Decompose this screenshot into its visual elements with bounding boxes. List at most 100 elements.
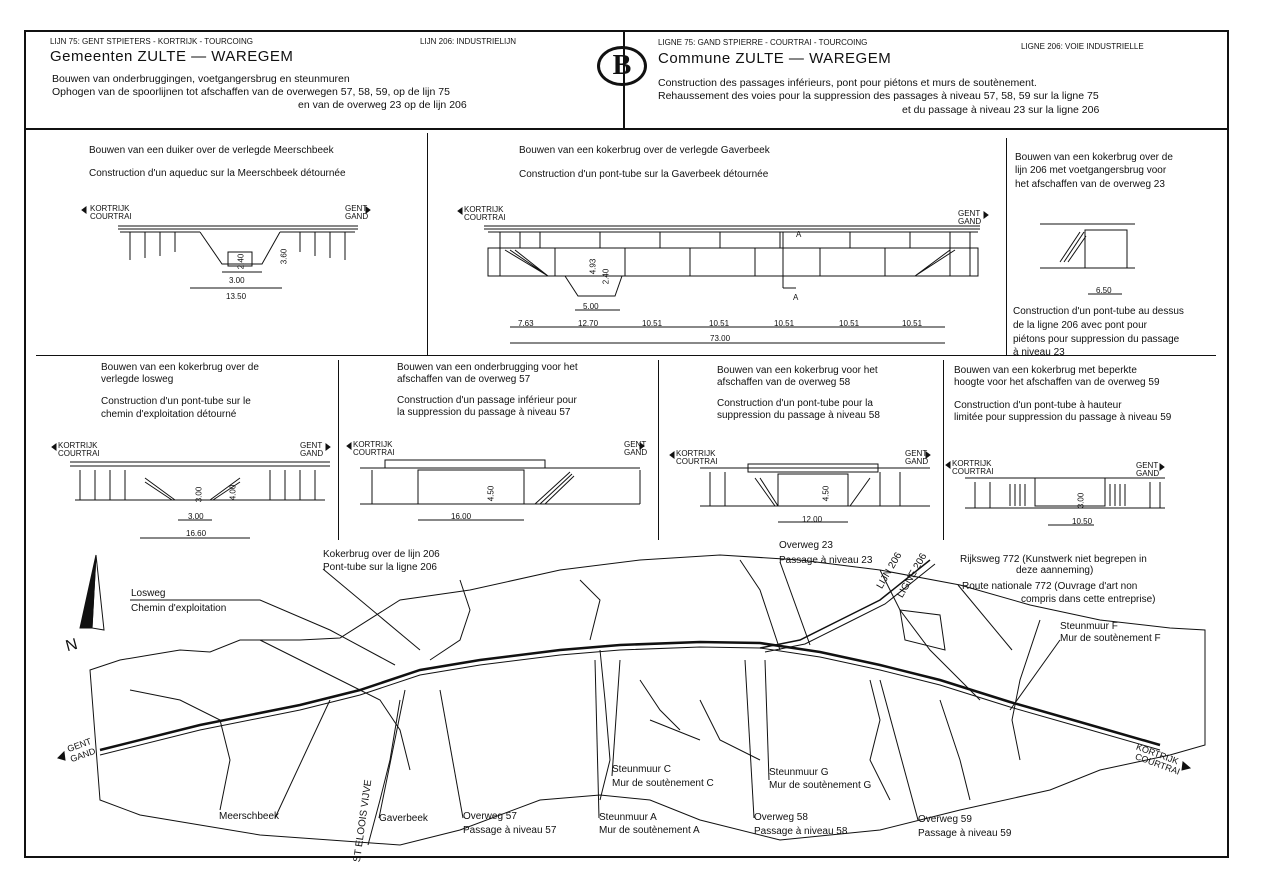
arrow-left-icon-p5 [346,442,352,450]
panel-7-title-nl-1: Bouwen van een kokerbrug met beperkte [954,365,1137,376]
panel-3-title-fr-2: de la ligne 206 avec pont pour [1013,320,1147,331]
map-label-steunmuur-g-nl: Steunmuur G [769,767,829,778]
panel-4-title-fr-1: Construction d'un pont-tube sur le [101,396,251,407]
arrow-right-icon-p2 [983,211,989,219]
dir-gand-p2: GAND [958,217,982,226]
arrow-gent-icon-map [57,750,66,761]
map-label-steunmuur-a-fr: Mur de soutènement A [599,825,700,836]
panel-1-title-fr: Construction d'un aqueduc sur la Meersch… [89,168,346,179]
arrow-left-icon-p6 [669,451,675,459]
p1-elevation [118,225,358,289]
dir-gand-p5: GAND [624,448,648,457]
p2-section-a-top: A [796,230,802,239]
header-nl-line-206: LIJN 206: INDUSTRIELIJN [420,37,517,46]
p2-dim-seg-1: 7.63 [518,319,534,328]
p2-dim-seg-2: 12.70 [578,319,599,328]
header-nl-desc-3: en van de overweg 23 op de lijn 206 [298,99,467,111]
dir-gent-p6: GENT [905,449,928,458]
p6-elevation [700,463,930,523]
p2-section-a-bottom: A [793,293,799,302]
panel-3-title-fr-3: piétons pour suppression du passage [1013,334,1180,345]
dir-gent-p5: GENT [624,440,647,449]
dir-kortrijk-p4: KORTRIJK [58,441,98,450]
map-label-overweg58-fr: Passage à niveau 58 [754,826,848,837]
p3-dim-width: 6.50 [1096,286,1112,295]
map-label-rijksweg-fr-2: compris dans cette entreprise) [1021,594,1156,605]
panel-2-title-fr: Construction d'un pont-tube sur la Gaver… [519,169,769,180]
p2-dim-seg-5: 10.51 [774,319,795,328]
panel-5-title-fr-1: Construction d'un passage inférieur pour [397,395,577,406]
arrow-left-icon-p7 [945,461,951,469]
panel-7-title-fr-1: Construction d'un pont-tube à hauteur [954,400,1122,411]
p2-dim-seg-7: 10.51 [902,319,923,328]
header-divider [24,128,1229,130]
dir-courtrai-p6: COURTRAI [676,457,718,466]
dir-kortrijk-p1: KORTRIJK [90,204,130,213]
p7-dim-width: 10.50 [1072,517,1093,526]
map-label-gaverbeek: Gaverbeek [379,813,428,824]
header-nl-desc-1: Bouwen van onderbruggingen, voetgangersb… [52,73,350,85]
panel-4-title-fr-2: chemin d'exploitation détourné [101,409,237,420]
dir-kortrijk-p5: KORTRIJK [353,440,393,449]
map-label-kokerbrug-nl: Kokerbrug over de lijn 206 [323,549,440,560]
panel-7-title-fr-2: limitée pour suppression du passage à ni… [954,412,1172,423]
panel-6-title-fr-1: Construction d'un pont-tube pour la [717,398,873,409]
map-label-rijksweg-nl-2: deze aanneming) [1016,565,1094,576]
header-fr-desc-2: Rehaussement des voies pour la suppressi… [658,90,1099,102]
panel-divider-5 [943,360,944,540]
arrow-left-icon-p4 [51,443,57,451]
dir-kortrijk-p7: KORTRIJK [952,459,992,468]
panel-divider-2 [1006,138,1007,355]
map-label-steunmuur-f-nl: Steunmuur F [1060,621,1118,632]
panels-divider [36,355,1216,356]
header-fr-municipality: Commune ZULTE — WAREGEM [658,50,892,67]
dir-courtrai-p2: COURTRAI [464,213,506,222]
arrow-right-icon-p7 [1159,463,1165,471]
arrow-left-icon-p1 [81,206,87,214]
dir-gent-p7: GENT [1136,461,1159,470]
arrow-right-icon-p6 [925,451,931,459]
panel-3-title-nl-2: lijn 206 met voetgangersbrug voor [1015,165,1167,176]
map-label-steunmuur-c-fr: Mur de soutènement C [612,778,714,789]
panel-6-title-fr-2: suppression du passage à niveau 58 [717,410,880,421]
panel-3-title-fr-1: Construction d'un pont-tube au dessus [1013,306,1184,317]
dir-gand-p1: GAND [345,212,369,221]
panel-3-title-nl-3: het afschaffen van de overweg 23 [1015,179,1165,190]
nmbs-logo: B [597,46,647,86]
dir-gent-p4: GENT [300,441,323,450]
map-label-rijksweg-fr: Route nationale 772 (Ouvrage d'art non [962,581,1138,592]
p6-dim-width: 12.00 [802,515,823,524]
dir-courtrai-p5: COURTRAI [353,448,395,457]
map-label-overweg57-nl: Overweg 57 [463,811,517,822]
map-label-losweg-fr: Chemin d'exploitation [131,603,227,614]
panel-5-title-nl-1: Bouwen van een onderbrugging voor het [397,362,578,373]
dir-gent-p1: GENT [345,204,368,213]
arrow-right-icon-p4 [325,443,331,451]
header-nl-municipality: Gemeenten ZULTE — WAREGEM [50,48,294,65]
dir-gent-p2: GENT [958,209,981,218]
dir-kortrijk-p2: KORTRIJK [464,205,504,214]
p4-elevation [70,461,330,539]
p1-dim-total: 13.50 [226,292,247,301]
map-label-overweg23-fr: Passage à niveau 23 [779,555,873,566]
arrow-kortrijk-icon-map [1181,761,1192,771]
p5-elevation [360,459,641,521]
dir-courtrai-p4: COURTRAI [58,449,100,458]
logo-letter: B [612,50,632,81]
p2-dim-total: 73.00 [710,334,731,343]
panel-4-title-nl-2: verlegde losweg [101,374,174,385]
map-label-overweg59-nl: Overweg 59 [918,814,972,825]
map-label-overweg58-nl: Overweg 58 [754,812,808,823]
panel-5-title-fr-2: la suppression du passage à niveau 57 [397,407,571,418]
map-label-overweg23-nl: Overweg 23 [779,540,833,551]
map-label-meerschbeek: Meerschbeek [219,811,280,822]
panel-4-title-nl-1: Bouwen van een kokerbrug over de [101,362,259,373]
p4-dim-total: 16.60 [186,529,207,538]
dir-gand-p4: GAND [300,449,324,458]
panel-divider-4 [658,360,659,540]
panel-divider-1 [427,133,428,355]
panel-3-title-fr-4: à niveau 23 [1013,347,1065,358]
dir-gand-p6: GAND [905,457,929,466]
p2-elevation [484,225,980,344]
